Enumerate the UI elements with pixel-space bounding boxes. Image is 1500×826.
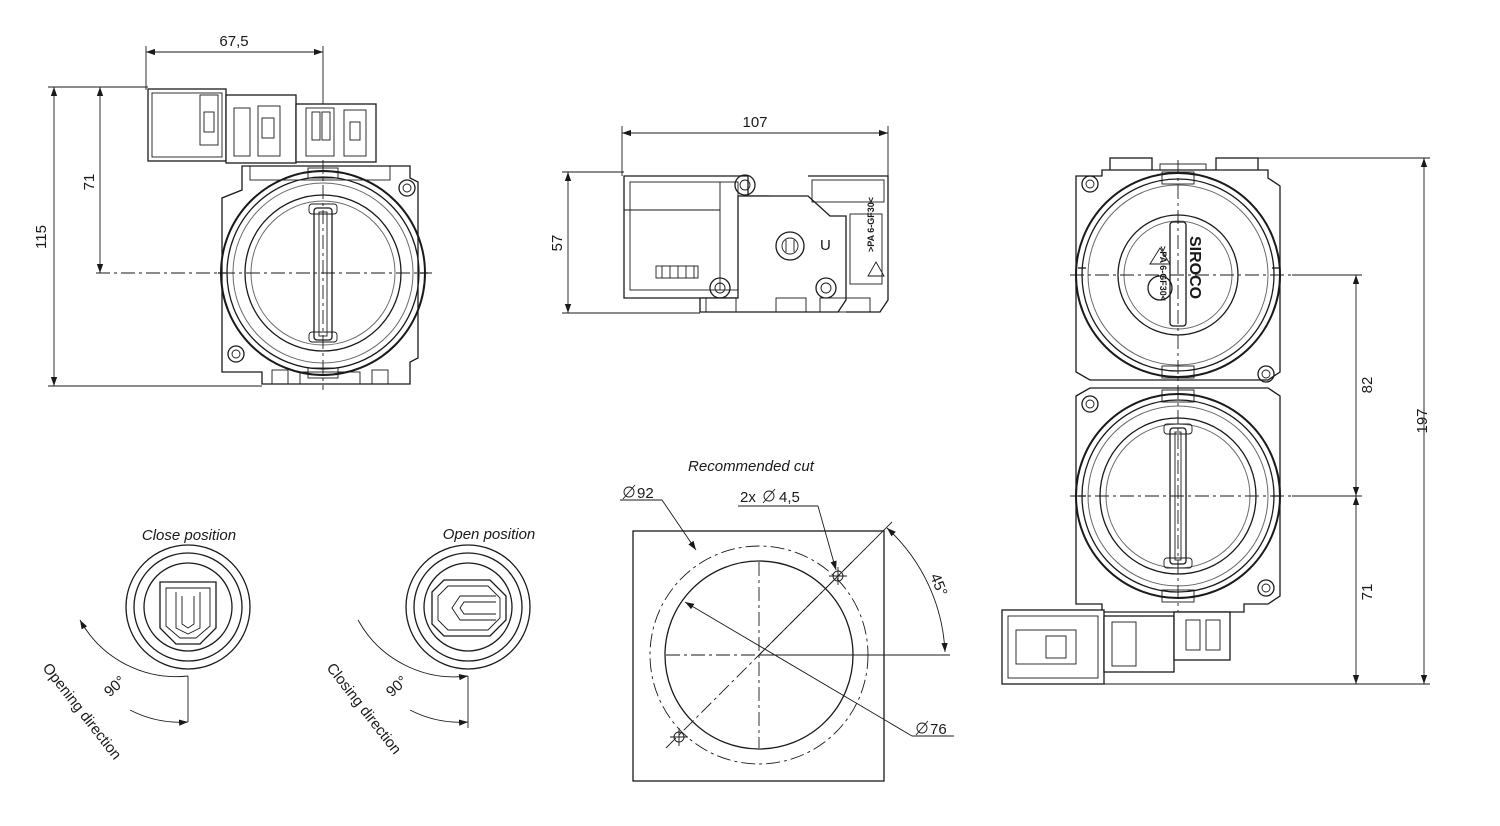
open-position-view: Open position 90° Closing direction xyxy=(323,526,535,758)
diameter-icon xyxy=(916,722,928,734)
cut-hole-diameter: 2x 4,5 xyxy=(740,488,800,506)
dim-dual-bottom-label: 71 xyxy=(1359,584,1376,601)
dim-side-width: 107 xyxy=(621,114,889,176)
svg-text:92: 92 xyxy=(637,485,654,502)
brand-marking: SIROCO xyxy=(1186,236,1203,299)
cut-outer-diameter: 92 xyxy=(622,484,654,502)
svg-text:76: 76 xyxy=(930,721,947,738)
diameter-icon xyxy=(763,490,775,502)
closing-direction-label: Closing direction xyxy=(323,660,405,758)
dim-dual-total: 197 xyxy=(1104,157,1431,685)
cut-inner-diameter: 76 xyxy=(915,720,947,738)
front-view: 67,5 115 71 xyxy=(33,33,432,390)
side-body: >PA 6-GF30< U xyxy=(699,174,889,313)
side-view: >PA 6-GF30< U 107 5 xyxy=(549,114,889,314)
connector-block xyxy=(147,88,377,164)
dim-dual-spacing-label: 82 xyxy=(1359,377,1376,394)
dim-side-width-label: 107 xyxy=(742,114,767,131)
side-mark-u: U xyxy=(820,237,831,254)
open-angle-label: 90° xyxy=(383,673,411,701)
close-position-title: Close position xyxy=(142,527,236,544)
cut-plate xyxy=(632,530,885,782)
dim-side-height: 57 xyxy=(549,171,700,314)
dim-dual-bottom: 71 xyxy=(1352,496,1376,684)
cut-angle-label: 45° xyxy=(926,571,950,598)
cut-hole-bottom-left xyxy=(669,727,689,747)
dim-front-axis-label: 71 xyxy=(81,174,98,191)
dim-dual-total-label: 197 xyxy=(1414,408,1431,433)
dual-bottom-connector xyxy=(1001,609,1231,685)
cut-holes-count: 2x xyxy=(740,489,756,506)
upper-material-code: >PA 6-GF30< xyxy=(1158,246,1168,301)
diameter-icon xyxy=(623,486,635,498)
dual-view: SIROCO >PA 6-GF30< xyxy=(1001,157,1431,685)
side-material-code: >PA 6-GF30< xyxy=(866,197,876,252)
svg-text:4,5: 4,5 xyxy=(779,489,800,506)
open-position-title: Open position xyxy=(443,526,536,543)
opening-direction-label: Opening direction xyxy=(39,660,125,763)
recommended-cut-view: Recommended cut 45° 92 2x 4,5 xyxy=(620,458,954,782)
dim-front-width: 67,5 xyxy=(145,33,324,104)
dim-side-height-label: 57 xyxy=(549,235,566,252)
cut-title: Recommended cut xyxy=(688,458,815,475)
dim-front-height-label: 115 xyxy=(33,225,50,249)
close-angle-label: 90° xyxy=(101,673,129,701)
dim-dual-spacing: 82 xyxy=(1292,274,1376,497)
dim-front-width-label: 67,5 xyxy=(219,33,248,50)
dim-front-axis: 71 xyxy=(81,86,148,273)
close-position-view: Close position 90° Opening direction xyxy=(39,527,251,763)
